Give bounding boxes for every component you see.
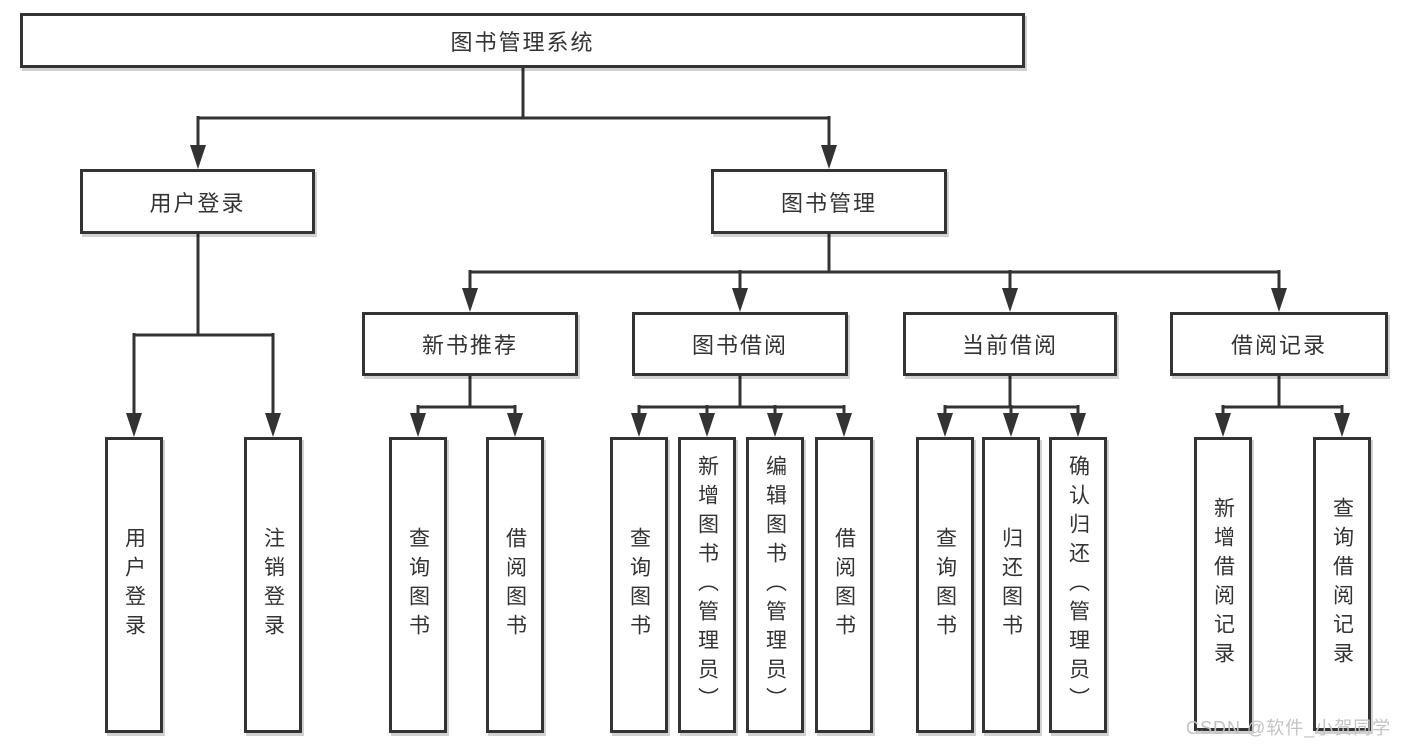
leaf-rec-add-record: 新增借阅记录 — [1194, 437, 1252, 731]
node-borrow-records-label: 借阅记录 — [1230, 333, 1327, 358]
leaf-cb-return-books-label: 归还图书 — [999, 527, 1023, 643]
node-book-borrow-label: 图书借阅 — [691, 333, 788, 358]
leaf-nb-borrow-books-label: 借阅图书 — [503, 527, 527, 643]
watermark: CSDN @软件_小贺同学 — [1186, 718, 1392, 738]
leaf-nb-query-books: 查询图书 — [389, 437, 447, 733]
node-root-label: 图书管理系统 — [450, 29, 595, 55]
leaf-nb-borrow-books: 借阅图书 — [486, 437, 544, 733]
node-user-login: 用户登录 — [80, 169, 315, 234]
leaf-bb-edit-books-admin: 编辑图书（管理员） — [746, 437, 804, 733]
leaf-user-login-label: 用户登录 — [122, 527, 146, 643]
leaf-cb-return-books: 归还图书 — [982, 437, 1040, 733]
node-new-book-recommend-label: 新书推荐 — [421, 333, 518, 358]
node-book-mgmt-label: 图书管理 — [780, 190, 877, 216]
leaf-cb-query-books-label: 查询图书 — [933, 527, 957, 643]
leaf-cb-query-books: 查询图书 — [916, 437, 974, 733]
leaf-cb-confirm-return-admin-label: 确认归还（管理员） — [1066, 454, 1090, 716]
leaf-rec-add-record-label: 新增借阅记录 — [1211, 497, 1235, 671]
leaf-user-login: 用户登录 — [105, 437, 163, 733]
node-user-login-label: 用户登录 — [149, 190, 246, 216]
leaf-rec-query-record: 查询借阅记录 — [1313, 437, 1371, 731]
node-book-mgmt: 图书管理 — [711, 169, 947, 234]
leaf-bb-add-books-admin: 新增图书（管理员） — [678, 437, 736, 733]
leaf-bb-edit-books-admin-label: 编辑图书（管理员） — [763, 454, 787, 716]
leaf-logout: 注销登录 — [244, 437, 302, 733]
leaf-bb-add-books-admin-label: 新增图书（管理员） — [695, 454, 719, 716]
node-current-borrow: 当前借阅 — [903, 312, 1117, 376]
leaf-bb-borrow-books-label: 借阅图书 — [832, 527, 856, 643]
leaf-logout-label: 注销登录 — [261, 527, 285, 643]
node-current-borrow-label: 当前借阅 — [961, 333, 1058, 358]
leaf-bb-query-books: 查询图书 — [610, 437, 668, 733]
leaf-nb-query-books-label: 查询图书 — [406, 527, 430, 643]
node-book-borrow: 图书借阅 — [632, 312, 848, 376]
leaf-cb-confirm-return-admin: 确认归还（管理员） — [1049, 437, 1107, 733]
node-borrow-records: 借阅记录 — [1170, 312, 1388, 376]
node-new-book-recommend: 新书推荐 — [362, 312, 578, 376]
leaf-rec-query-record-label: 查询借阅记录 — [1330, 497, 1354, 671]
node-root: 图书管理系统 — [20, 13, 1025, 68]
leaf-bb-query-books-label: 查询图书 — [627, 527, 651, 643]
leaf-bb-borrow-books: 借阅图书 — [815, 437, 873, 733]
